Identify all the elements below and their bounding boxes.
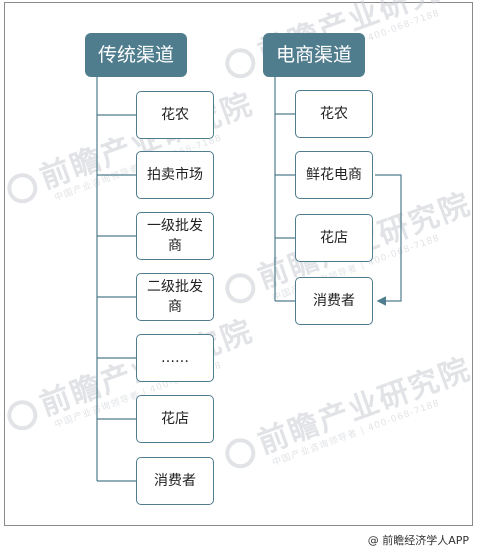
watermark: 前瞻产业研究院 中国产业咨询领导者 | 400-068-7188 <box>0 79 261 218</box>
traditional-node-primary-wholesaler: 一级批发商 <box>136 212 214 260</box>
ecommerce-node-grower: 花农 <box>295 90 373 138</box>
traditional-channel-header: 传统渠道 <box>85 33 187 77</box>
ecommerce-node-flower-ecommerce: 鲜花电商 <box>295 151 373 199</box>
ecommerce-channel-header: 电商渠道 <box>263 33 365 77</box>
ecommerce-node-consumer: 消费者 <box>295 277 373 325</box>
watermark-logo-icon <box>2 168 42 207</box>
traditional-node-secondary-wholesaler: 二级批发商 <box>136 273 214 321</box>
connector-lines <box>96 77 402 482</box>
watermark-logo-icon <box>220 43 260 82</box>
traditional-node-grower: 花农 <box>136 91 214 139</box>
watermark: 前瞻产业研究院 中国产业咨询领导者 | 400-068-7188 <box>217 344 477 483</box>
traditional-node-ellipsis: …… <box>136 334 214 382</box>
traditional-node-flower-shop: 花店 <box>136 395 214 443</box>
direct-delivery-arrow <box>375 174 402 306</box>
watermark-logo-icon <box>220 268 260 307</box>
watermark: 前瞻产业研究院 中国产业咨询领导者 | 400-068-7188 <box>0 306 261 445</box>
source-credit: @ 前瞻经济学人APP <box>367 534 469 547</box>
ecommerce-node-flower-shop: 花店 <box>295 214 373 262</box>
diagram-frame: 前瞻产业研究院 中国产业咨询领导者 | 400-068-7188 前瞻产业研究院… <box>2 0 476 526</box>
watermark-logo-icon <box>220 433 260 472</box>
traditional-node-auction-market: 拍卖市场 <box>136 151 214 199</box>
watermark-logo-icon <box>2 395 42 434</box>
traditional-node-consumer: 消费者 <box>136 457 214 505</box>
